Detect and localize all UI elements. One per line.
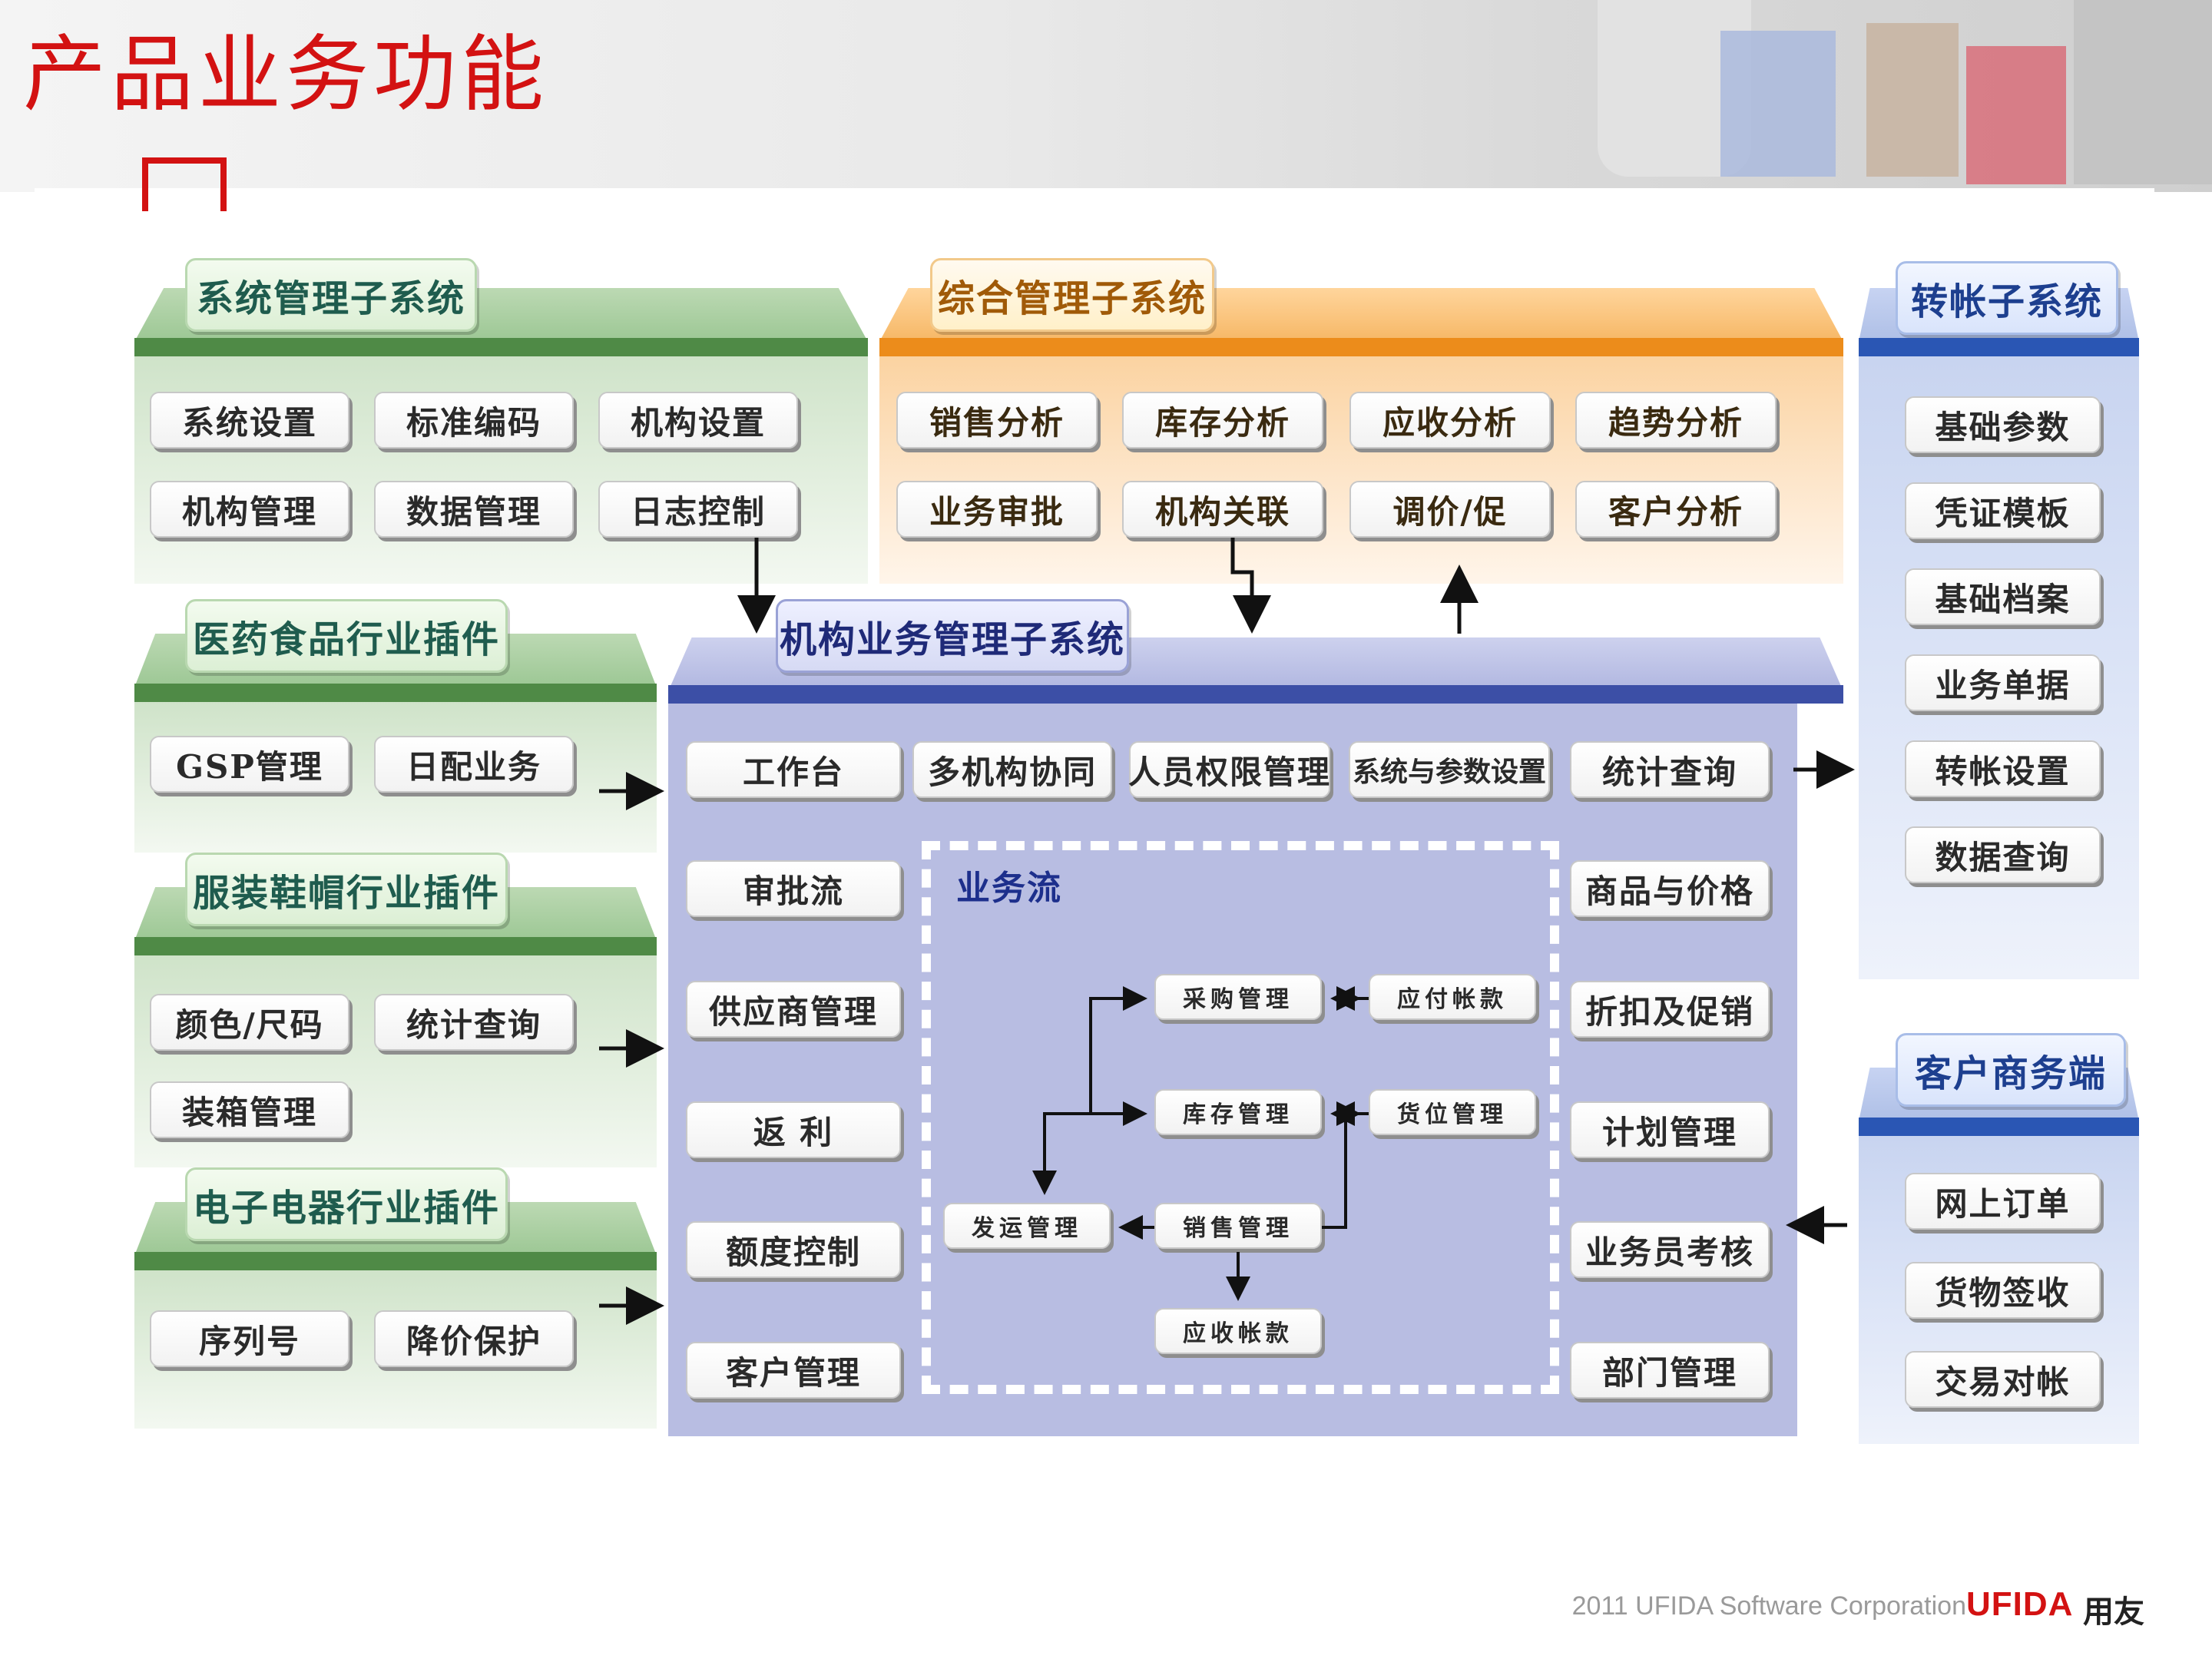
business-approval-button[interactable]: 业务审批 — [896, 481, 1098, 538]
basic-params-button[interactable]: 基础参数 — [1905, 396, 2101, 453]
flow-node-stock[interactable]: 库存管理 — [1154, 1089, 1322, 1135]
flow-node-sales[interactable]: 销售管理 — [1154, 1203, 1322, 1249]
flow-node-shipping[interactable]: 发运管理 — [943, 1203, 1111, 1249]
data-query-button[interactable]: 数据查询 — [1905, 826, 2101, 883]
panel-title: 机构业务管理子系统 — [776, 599, 1129, 673]
plan-management-button[interactable]: 计划管理 — [1570, 1101, 1770, 1158]
medicine-food-plugin-panel: 医药食品行业插件 GSP管理 日配业务 — [134, 599, 657, 853]
voucher-template-button[interactable]: 凭证模板 — [1905, 482, 2101, 539]
customer-management-button[interactable]: 客户管理 — [686, 1342, 901, 1399]
product-price-button[interactable]: 商品与价格 — [1570, 860, 1770, 917]
page-title: 产品业务功能 — [23, 27, 549, 123]
banner-photo-decoration — [2074, 0, 2212, 184]
approval-flow-button[interactable]: 审批流 — [686, 860, 901, 917]
rebate-button[interactable]: 返 利 — [686, 1101, 901, 1158]
receivable-analysis-button[interactable]: 应收分析 — [1349, 392, 1551, 449]
color-size-button[interactable]: 颜色/尺码 — [150, 994, 349, 1051]
shopping-bag-decoration — [1720, 31, 1836, 177]
credit-control-button[interactable]: 额度控制 — [686, 1221, 901, 1278]
business-flow-label: 业务流 — [956, 869, 1062, 908]
price-protection-button[interactable]: 降价保护 — [374, 1310, 574, 1367]
panel-title: 转帐子系统 — [1896, 261, 2118, 335]
ufida-logo-cn: 用友 — [2083, 1594, 2144, 1630]
system-params-button[interactable]: 系统与参数设置 — [1349, 741, 1550, 798]
copyright-text: 2011 UFIDA Software Corporation — [1571, 1591, 1966, 1621]
statistics-query-button[interactable]: 统计查询 — [1570, 741, 1770, 798]
system-management-panel: 系统管理子系统 系统设置 标准编码 机构设置 机构管理 数据管理 日志控制 — [134, 253, 868, 584]
data-management-button[interactable]: 数据管理 — [374, 481, 574, 538]
business-flow-box — [922, 841, 1559, 1394]
transfer-panel: 转帐子系统 基础参数 凭证模板 基础档案 业务单据 转帐设置 数据查询 — [1859, 253, 2139, 979]
panel-title: 系统管理子系统 — [185, 258, 477, 332]
discount-promo-button[interactable]: 折扣及促销 — [1570, 981, 1770, 1038]
daily-delivery-button[interactable]: 日配业务 — [374, 736, 574, 793]
workbench-button[interactable]: 工作台 — [686, 741, 901, 798]
shopping-bag-decoration — [1866, 23, 1959, 177]
flow-node-payable[interactable]: 应付帐款 — [1369, 974, 1536, 1020]
department-management-button[interactable]: 部门管理 — [1570, 1342, 1770, 1399]
goods-receipt-button[interactable]: 货物签收 — [1905, 1262, 2101, 1319]
client-business-panel: 客户商务端 网上订单 货物签收 交易对帐 — [1859, 1033, 2139, 1444]
gsp-management-button[interactable]: GSP管理 — [150, 736, 349, 793]
panel-title: 服装鞋帽行业插件 — [185, 853, 508, 926]
multi-org-collab-button[interactable]: 多机构协同 — [912, 741, 1112, 798]
trade-reconcile-button[interactable]: 交易对帐 — [1905, 1351, 2101, 1408]
org-association-button[interactable]: 机构关联 — [1122, 481, 1323, 538]
panel-title: 电子电器行业插件 — [185, 1167, 508, 1241]
flow-node-receivable[interactable]: 应收帐款 — [1154, 1308, 1322, 1354]
flow-node-purchase[interactable]: 采购管理 — [1154, 974, 1322, 1020]
org-settings-button[interactable]: 机构设置 — [598, 392, 798, 449]
electronics-plugin-panel: 电子电器行业插件 序列号 降价保护 — [134, 1167, 657, 1429]
basic-archive-button[interactable]: 基础档案 — [1905, 568, 2101, 625]
customer-analysis-button[interactable]: 客户分析 — [1575, 481, 1777, 538]
panel-title: 医药食品行业插件 — [185, 599, 508, 673]
online-order-button[interactable]: 网上订单 — [1905, 1173, 2101, 1230]
panel-title: 客户商务端 — [1896, 1033, 2126, 1107]
flow-node-location[interactable]: 货位管理 — [1369, 1089, 1536, 1135]
price-adjust-button[interactable]: 调价/促 — [1349, 481, 1551, 538]
business-docs-button[interactable]: 业务单据 — [1905, 654, 2101, 711]
log-control-button[interactable]: 日志控制 — [598, 481, 798, 538]
integrated-management-panel: 综合管理子系统 销售分析 库存分析 应收分析 趋势分析 业务审批 机构关联 调价… — [879, 253, 1843, 584]
org-management-button[interactable]: 机构管理 — [150, 481, 349, 538]
statistics-query-button[interactable]: 统计查询 — [374, 994, 574, 1051]
header-banner — [0, 0, 2212, 192]
serial-number-button[interactable]: 序列号 — [150, 1310, 349, 1367]
inventory-analysis-button[interactable]: 库存分析 — [1122, 392, 1323, 449]
standard-code-button[interactable]: 标准编码 — [374, 392, 574, 449]
ufida-logo: UFIDA — [1966, 1585, 2074, 1623]
shopping-bag-decoration — [1966, 46, 2066, 184]
sales-analysis-button[interactable]: 销售分析 — [896, 392, 1098, 449]
permission-management-button[interactable]: 人员权限管理 — [1128, 741, 1330, 798]
system-settings-button[interactable]: 系统设置 — [150, 392, 349, 449]
title-marker-icon — [142, 157, 227, 211]
salesman-review-button[interactable]: 业务员考核 — [1570, 1221, 1770, 1278]
transfer-settings-button[interactable]: 转帐设置 — [1905, 740, 2101, 797]
panel-title: 综合管理子系统 — [930, 258, 1214, 332]
packing-management-button[interactable]: 装箱管理 — [150, 1081, 349, 1138]
trend-analysis-button[interactable]: 趋势分析 — [1575, 392, 1777, 449]
supplier-management-button[interactable]: 供应商管理 — [686, 981, 901, 1038]
apparel-plugin-panel: 服装鞋帽行业插件 颜色/尺码 统计查询 装箱管理 — [134, 853, 657, 1167]
